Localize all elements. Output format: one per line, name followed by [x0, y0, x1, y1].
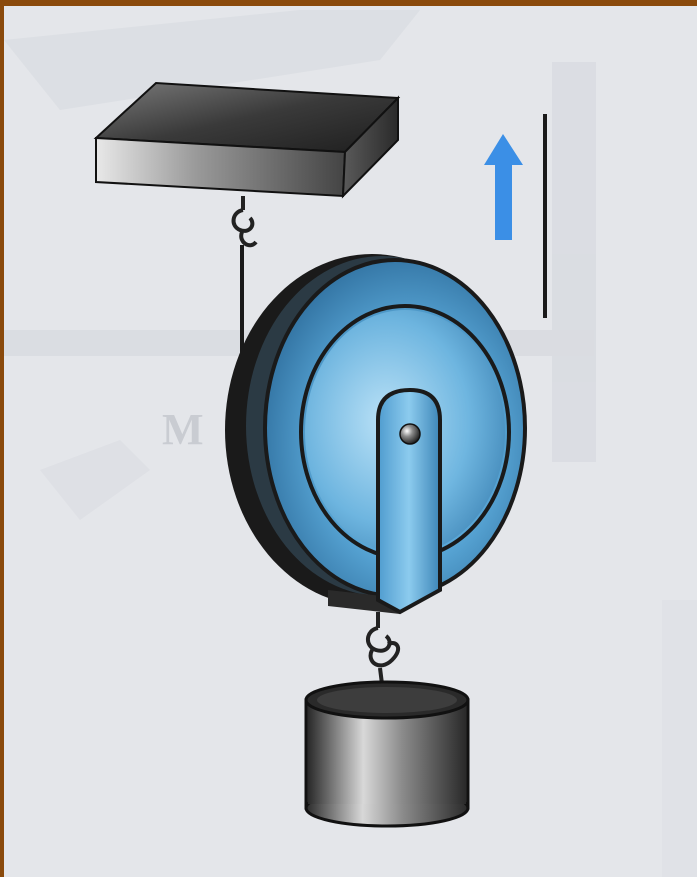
movable-pulley-diagram [4, 6, 697, 877]
ceiling-support-block [96, 83, 398, 196]
pulley-illustration: M [4, 6, 697, 877]
axle-bolt [400, 424, 420, 444]
pulley-wheel [225, 254, 525, 606]
load-hook [368, 612, 398, 684]
pull-direction-arrow-icon [484, 134, 523, 240]
support-hook [234, 196, 256, 245]
hanging-weight [306, 682, 468, 826]
